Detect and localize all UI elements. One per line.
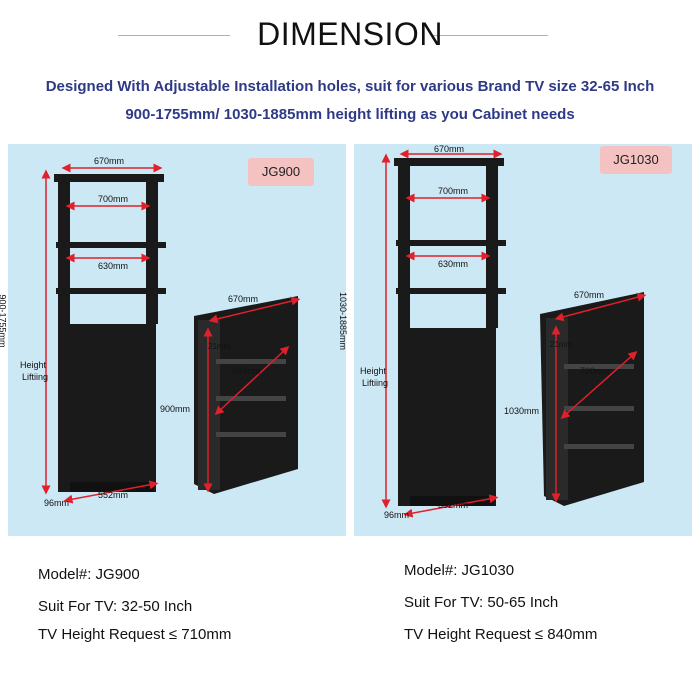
jg1030-dimension-diagram [381,149,647,518]
dim-height-lifting-1: Height [20,360,47,370]
dim-height-lifting-1: Height [360,366,387,376]
dim-height-lifting-2: Liftiing [22,372,49,382]
model-badge: JG900 [248,158,314,186]
dim-inner-width: 700mm [438,186,469,196]
page-title: DIMENSION [257,16,443,52]
left-model-label: Model#: JG900 [38,566,140,583]
panel-jg900: JG900 [0,144,346,536]
dim-depth: 96mm [384,510,410,520]
dim-box-height: 1030mm [504,406,540,416]
dim-bracket-width: 630mm [438,259,469,269]
dim-top-width: 670mm [434,144,465,154]
title-divider-right [432,35,548,36]
model-badge: JG1030 [600,146,672,174]
lift-frame [54,174,166,492]
left-height-request: TV Height Request ≤ 710mm [38,626,232,643]
dim-box-top: 670mm [574,290,605,300]
dim-top-width: 670mm [94,156,125,166]
left-suit-label: Suit For TV: 32-50 Inch [38,598,193,615]
dim-bracket-width: 630mm [98,261,129,271]
dim-box-side: 21mm [208,342,231,351]
panel-jg1030: JG1030 [338,144,692,536]
dim-height-lifting-2: Liftiing [362,378,389,388]
dim-height-range: 900-1755mm [0,294,8,348]
title-divider-left [118,35,230,36]
right-height-request: TV Height Request ≤ 840mm [404,626,598,643]
dim-box-diag: 700mm [580,366,611,376]
subtitle-line-2: 900-1755mm/ 1030-1885mm height lifting a… [125,106,575,123]
dim-box-top: 670mm [228,294,259,304]
dim-box-diag: 700mm [230,366,261,376]
right-model-label: Model#: JG1030 [404,562,515,579]
right-suit-label: Suit For TV: 50-65 Inch [404,594,559,611]
dim-depth: 96mm [44,498,70,508]
dim-box-height: 900mm [160,404,191,414]
cabinet-box [194,296,298,494]
jg900-dimension-diagram [41,163,301,504]
dim-inner-width: 700mm [98,194,129,204]
dim-base-width: 552mm [438,500,469,510]
dim-height-range: 1030-1885mm [338,291,349,351]
lift-frame [394,158,506,506]
subtitle-line-1: Designed With Adjustable Installation ho… [45,78,655,95]
dim-box-side: 21mm [550,340,573,349]
dim-base-width: 552mm [98,490,129,500]
